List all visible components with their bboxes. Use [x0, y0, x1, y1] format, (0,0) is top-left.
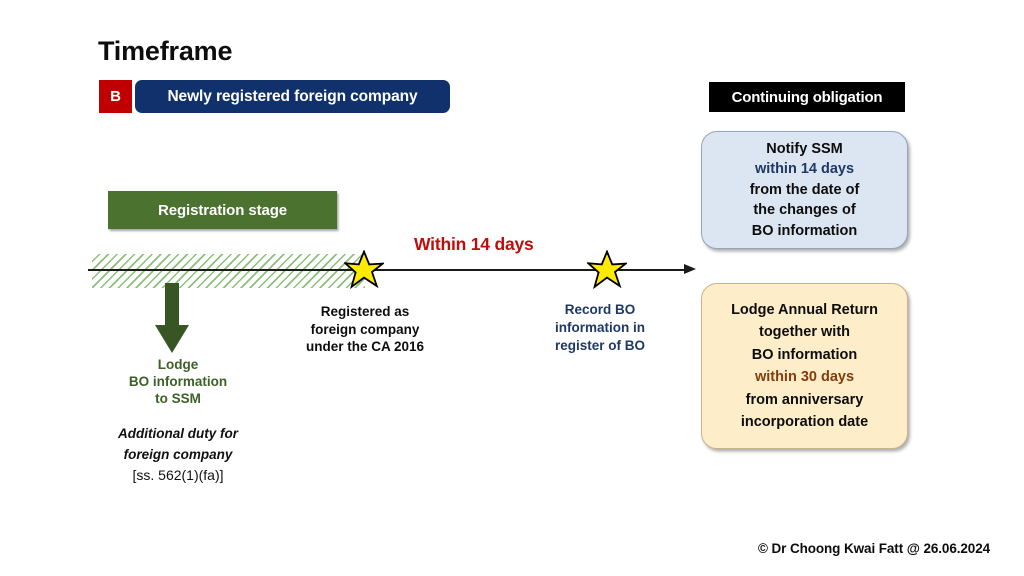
footer-copyright: © Dr Choong Kwai Fatt @ 26.06.2024 [758, 541, 991, 556]
additional-duty-note: Additional duty for foreign company [ss.… [112, 423, 244, 486]
timeline-arrowhead-icon [684, 264, 696, 275]
ribbon-shape [108, 191, 337, 229]
timeline-axis-line [88, 269, 688, 271]
notify-line-4: the changes of [753, 202, 856, 219]
timeline-axis [88, 264, 700, 275]
continuing-obligation-header: Continuing obligation [709, 82, 905, 112]
callout-lodge-annual-return: Lodge Annual Return together with BO inf… [701, 283, 908, 449]
lodge-ar-line-5: from anniversary [745, 391, 864, 408]
additional-duty-line-1: Additional duty for [118, 426, 238, 441]
notify-line-1: Notify SSM [766, 140, 843, 157]
lodge-ar-line-3: BO information [751, 346, 858, 363]
lodge-line-1: Lodge [157, 357, 199, 372]
additional-duty-line-2: foreign company [123, 447, 233, 462]
lodge-ar-line-4-highlight: within 30 days [754, 369, 855, 385]
record-line-1: Record BO [564, 302, 636, 317]
lodge-bo-information-label: Lodge BO information to SSM [118, 356, 238, 407]
registration-stage-label: Registration stage [157, 201, 288, 219]
page-title: Timeframe [98, 36, 233, 66]
lodge-ar-line-2: together with [758, 324, 851, 340]
registered-line-1: Registered as [320, 304, 410, 319]
timeline-duration-label: Within 14 days [414, 234, 534, 254]
notify-line-2-highlight: within 14 days [754, 161, 855, 178]
record-line-3: register of BO [554, 338, 646, 353]
down-arrow-icon-lodge-bo [155, 283, 189, 353]
record-line-2: information in [555, 320, 645, 335]
lodge-ar-line-1: Lodge Annual Return [731, 301, 878, 318]
callout-notify-ssm: Notify SSM within 14 days from the date … [701, 131, 908, 249]
milestone-label-registered-foreign-company: Registered as foreign company under the … [290, 303, 440, 356]
lodge-line-3: to SSM [155, 391, 201, 406]
notify-line-5: BO information [751, 222, 858, 239]
notify-line-3: from the date of [749, 181, 860, 198]
section-badge-b: B [99, 80, 132, 113]
registration-period-hatch-band [92, 254, 365, 288]
star-icon-registration-milestone [344, 250, 384, 290]
additional-duty-statute-reference: [ss. 562(1)(fa)] [132, 467, 224, 483]
section-banner-title: Newly registered foreign company [135, 80, 450, 113]
registration-stage-ribbon: Registration stage [108, 191, 337, 229]
registered-line-2: foreign company [310, 321, 420, 337]
star-icon-record-bo-milestone [587, 250, 627, 290]
lodge-line-2: BO information [128, 374, 228, 389]
lodge-ar-line-6: incorporation date [740, 414, 869, 430]
registered-line-3: under the CA 2016 [305, 339, 425, 354]
milestone-label-record-bo: Record BO information in register of BO [534, 301, 666, 355]
